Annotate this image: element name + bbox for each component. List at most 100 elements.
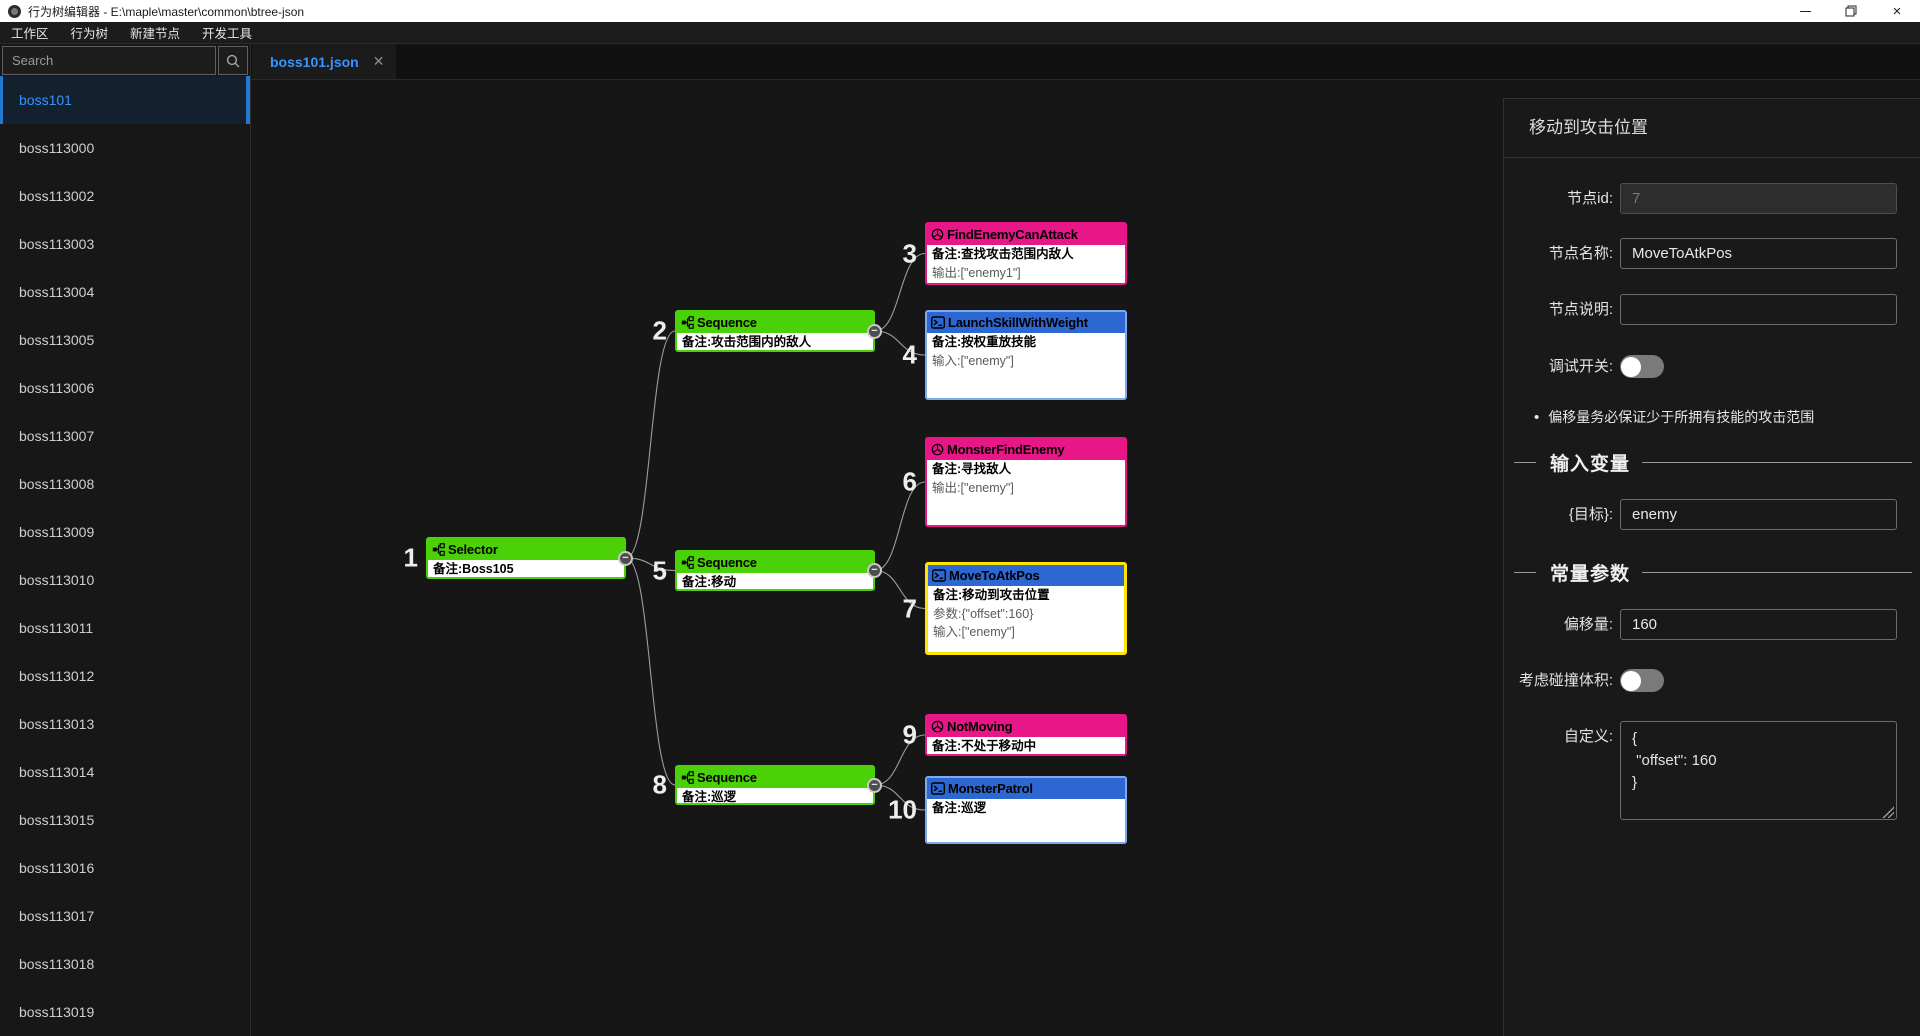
node-title: FindEnemyCanAttack [947, 227, 1078, 242]
terminal-icon [931, 316, 945, 329]
search-icon [226, 54, 240, 67]
node-title: MonsterPatrol [948, 781, 1033, 796]
resize-handle[interactable] [1881, 805, 1894, 818]
node-number-3: 3 [902, 238, 917, 268]
collapse-toggle[interactable]: − [867, 323, 882, 339]
node-title: LaunchSkillWithWeight [948, 315, 1088, 330]
window-controls: × [1782, 0, 1920, 22]
close-icon: × [1892, 2, 1902, 20]
bt-node-MonsterPatrol[interactable]: MonsterPatrol 备注:巡逻 [925, 776, 1127, 844]
sidebar-item-boss101[interactable]: boss101 [0, 76, 250, 124]
sidebar-item-boss113000[interactable]: boss113000 [19, 140, 95, 156]
node-line: 备注:按权重放技能 [932, 335, 1037, 349]
menu-item-4[interactable]: 开发工具 [202, 27, 253, 41]
collapse-toggle[interactable]: − [867, 777, 882, 793]
node-number-5: 5 [652, 555, 667, 585]
node-number-10: 10 [888, 794, 917, 825]
minimize-button[interactable] [1782, 0, 1828, 22]
node-number-1: 1 [403, 542, 418, 573]
node-line: 备注:Boss105 [433, 562, 514, 576]
sidebar-item-boss113016[interactable]: boss113016 [19, 860, 95, 876]
offset-input[interactable] [1620, 609, 1897, 640]
sidebar-item-boss113008[interactable]: boss113008 [19, 476, 95, 492]
node-line: 输出:["enemy1"] [932, 265, 1021, 280]
sidebar-item-boss113019[interactable]: boss113019 [19, 1004, 95, 1020]
sidebar-item-boss113014[interactable]: boss113014 [19, 764, 95, 780]
search-input[interactable] [2, 46, 216, 75]
bt-node-FindEnemyCanAttack[interactable]: FindEnemyCanAttack 备注:查找攻击范围内敌人输出:["enemy… [925, 222, 1127, 285]
node-desc-input[interactable] [1620, 294, 1897, 325]
custom-textarea[interactable]: { "offset": 160 } [1620, 721, 1897, 820]
node-title: MoveToAtkPos [949, 568, 1040, 583]
sidebar-item-boss113017[interactable]: boss113017 [19, 908, 95, 924]
boss-list: boss101 boss113000 boss113002 boss113003 bos… [0, 76, 250, 1036]
collision-label: 考虑碰撞体积: [1518, 672, 1613, 689]
tree-icon [681, 316, 694, 329]
node-title: Sequence [697, 770, 757, 785]
node-number-6: 6 [902, 466, 917, 497]
terminal-icon [931, 782, 945, 795]
debug-switch-row: 调试开关: [1504, 355, 1920, 378]
sidebar-item-boss113004[interactable]: boss113004 [19, 284, 95, 300]
menu-item-1[interactable]: 工作区 [11, 27, 49, 41]
sidebar-item-boss113002[interactable]: boss113002 [19, 188, 95, 204]
collision-toggle[interactable] [1620, 669, 1664, 692]
cube-icon [931, 443, 944, 456]
minimize-icon [1799, 10, 1811, 12]
tab-close-icon[interactable]: ✕ [372, 53, 385, 69]
sidebar-item-boss113006[interactable]: boss113006 [19, 380, 95, 396]
node-line: 备注:巡逻 [932, 801, 987, 815]
sidebar-item-boss113003[interactable]: boss113003 [19, 236, 95, 252]
menu-item-3[interactable]: 新建节点 [130, 27, 181, 41]
node-line: 备注:查找攻击范围内敌人 [932, 247, 1074, 261]
restore-button[interactable] [1828, 0, 1874, 22]
node-id-row: 节点id: [1504, 183, 1920, 214]
offset-row: 偏移量: [1504, 609, 1920, 640]
cube-icon [931, 720, 944, 733]
target-input[interactable] [1620, 499, 1897, 530]
sidebar-item-boss113018[interactable]: boss113018 [19, 956, 95, 972]
node-number-8: 8 [652, 769, 667, 800]
node-line: 输入:["enemy"] [933, 625, 1015, 639]
debug-toggle[interactable] [1620, 355, 1664, 378]
sidebar-item-boss113005[interactable]: boss113005 [19, 332, 95, 348]
node-line: 备注:攻击范围内的敌人 [682, 335, 812, 349]
tab-strip: boss101.json ✕ [251, 44, 1920, 80]
debug-switch-label: 调试开关: [1548, 358, 1613, 375]
sidebar-item-boss113009[interactable]: boss113009 [19, 524, 95, 540]
sidebar-item-boss113007[interactable]: boss113007 [19, 428, 95, 444]
search-button[interactable] [218, 46, 248, 75]
menu-item-2[interactable]: 行为树 [70, 27, 109, 41]
const-params-divider: 常量参数 [1514, 559, 1912, 586]
node-line: 备注:巡逻 [682, 790, 737, 804]
collapse-toggle[interactable]: − [618, 550, 633, 566]
node-line: 参数:{"offset":160} [933, 606, 1034, 621]
node-number-2: 2 [652, 315, 667, 346]
bt-node-Sequence[interactable]: Sequence 备注:巡逻 − [675, 765, 882, 805]
restore-icon [1845, 5, 1857, 17]
sidebar-item-boss113010[interactable]: boss113010 [19, 572, 95, 588]
node-line: 输出:["enemy"] [932, 480, 1014, 495]
sidebar-item-boss113013[interactable]: boss113013 [19, 716, 95, 732]
sidebar-item-boss113012[interactable]: boss113012 [19, 668, 95, 684]
bullet-icon: • [1534, 409, 1540, 426]
custom-label: 自定义: [1563, 728, 1613, 745]
target-label: {目标}: [1568, 506, 1613, 523]
sidebar-item-boss113015[interactable]: boss113015 [19, 812, 95, 828]
node-name-input[interactable] [1620, 238, 1897, 269]
node-number-9: 9 [902, 719, 917, 750]
collapse-toggle[interactable]: − [867, 563, 882, 578]
sidebar-item-boss113011[interactable]: boss113011 [19, 620, 94, 636]
tab-boss101-json[interactable]: boss101.json ✕ [252, 44, 397, 79]
close-button[interactable]: × [1874, 0, 1920, 22]
title-bar: 行为树编辑器 - E:\maple\master\common\btree-js… [0, 0, 1920, 22]
app-icon [8, 4, 21, 18]
